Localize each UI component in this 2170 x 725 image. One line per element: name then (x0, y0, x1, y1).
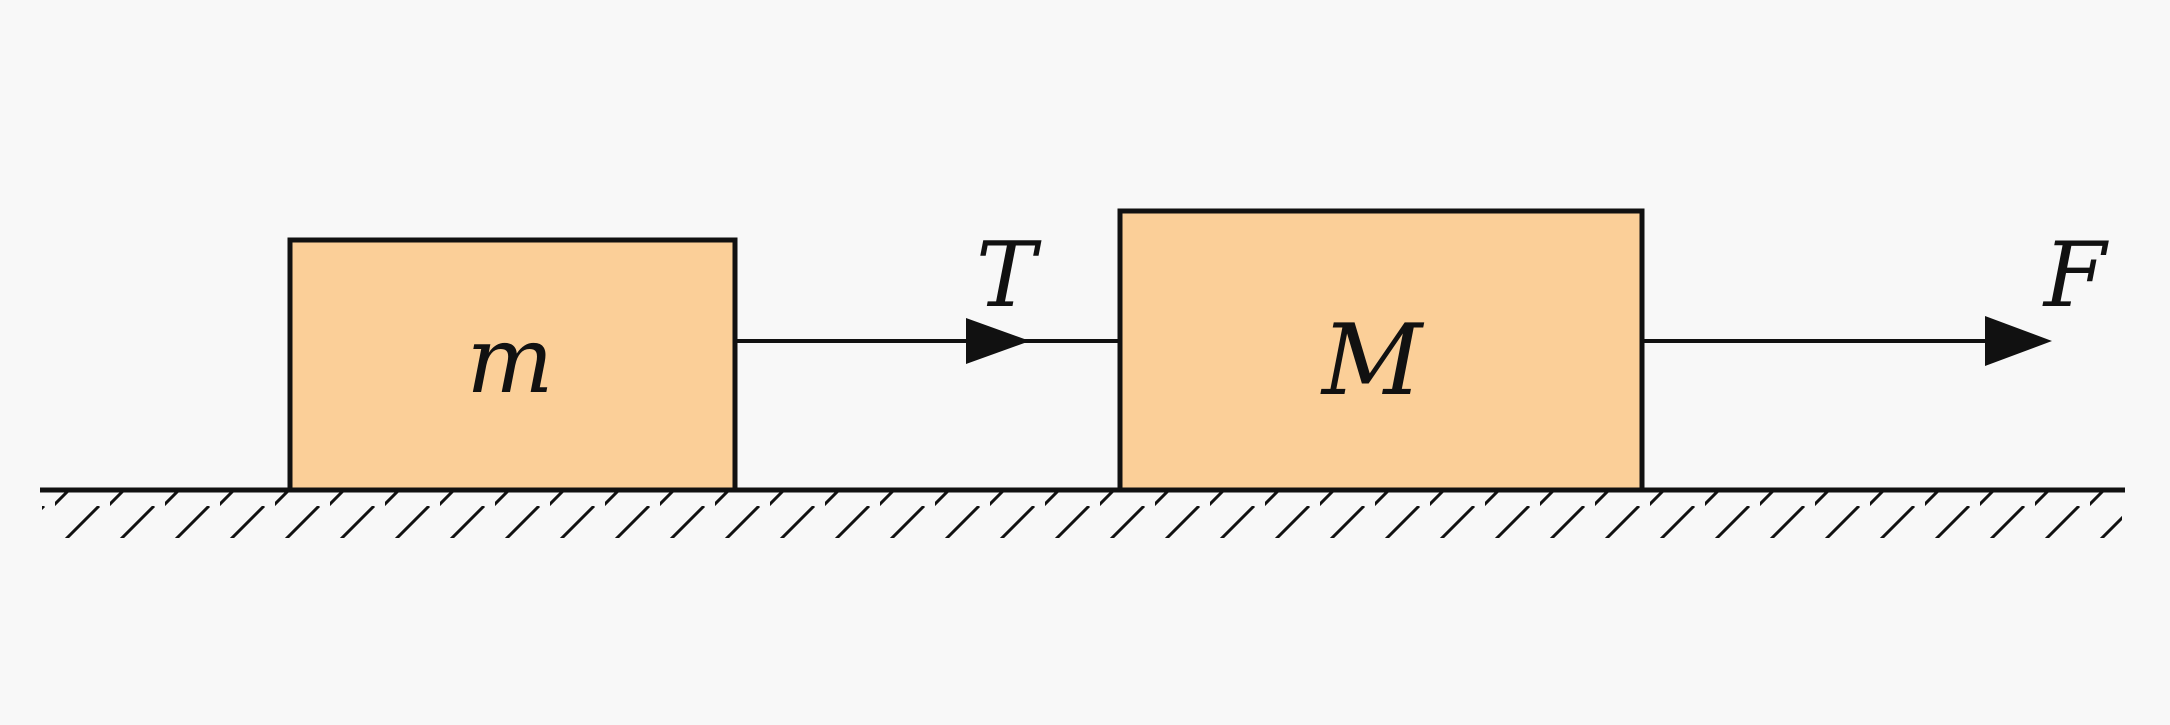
block-M: M (1117, 208, 1645, 493)
block-m-body (287, 237, 738, 493)
ground (40, 487, 2125, 538)
block-M-body (1117, 208, 1645, 493)
block-m: m (287, 237, 738, 493)
block-M-label: M (1320, 304, 1425, 418)
tension-arrowhead (966, 318, 1030, 364)
force-arrow: F (1642, 223, 2110, 366)
tension-label: T (976, 223, 1042, 328)
ground-hatching (42, 492, 2122, 538)
block-m-label: m (466, 307, 553, 414)
force-label: F (2042, 223, 2110, 328)
force-arrowhead (1985, 316, 2052, 366)
tension-string: T (735, 223, 1120, 364)
